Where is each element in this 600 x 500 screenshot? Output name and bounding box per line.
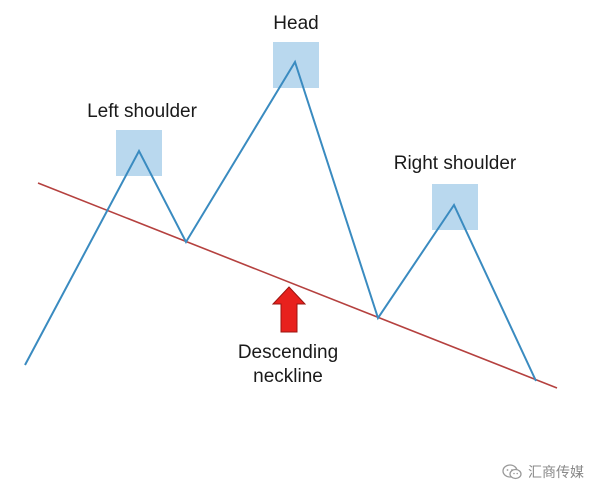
neckline-label-line1: Descending bbox=[238, 342, 338, 363]
head-label: Head bbox=[273, 13, 318, 34]
right-shoulder-label: Right shoulder bbox=[394, 153, 517, 174]
price-line bbox=[24, 59, 537, 382]
watermark: 汇商传媒 bbox=[502, 462, 584, 482]
watermark-text: 汇商传媒 bbox=[528, 465, 584, 481]
neckline-label-line2: neckline bbox=[253, 366, 323, 387]
wechat-icon bbox=[502, 464, 522, 480]
descending-neckline bbox=[37, 182, 558, 389]
arrow-up-icon bbox=[271, 286, 307, 333]
left-shoulder-label: Left shoulder bbox=[87, 101, 198, 122]
